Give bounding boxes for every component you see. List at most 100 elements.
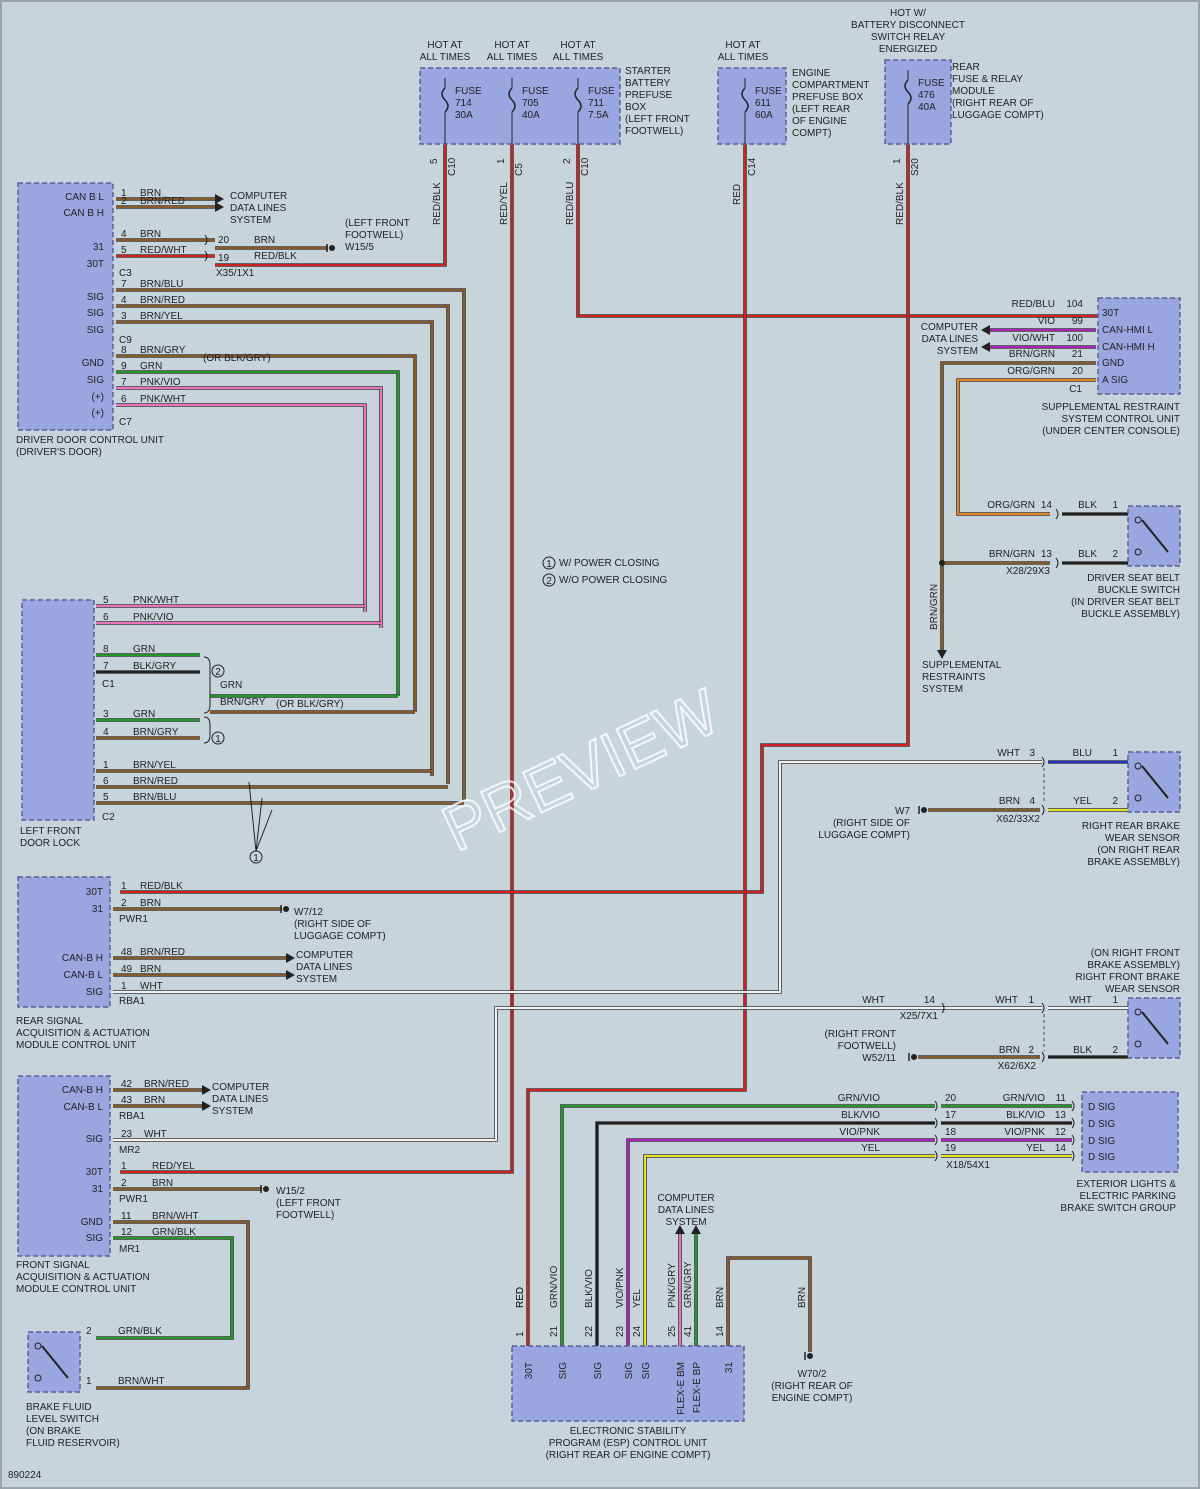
seat-belt-wire-b: BLK [1078, 549, 1097, 560]
arrow-icon [286, 970, 295, 980]
driver-door-pin: 9 [121, 361, 127, 372]
esp-pin: 23 [615, 1325, 626, 1337]
ext-lights-pin-b: 13 [1055, 1110, 1067, 1121]
connector-icon [204, 250, 208, 262]
ground-w5211-icon [911, 1054, 917, 1060]
callout-number: 1 [215, 734, 221, 745]
door-lock-wire-label: BRN/YEL [133, 760, 176, 771]
driver-door-pin: 4 [121, 295, 127, 306]
esp-pin-label: SIG [624, 1362, 635, 1379]
seat-belt-pin-b: 1 [1112, 500, 1118, 511]
door-lock-pin: 6 [103, 612, 109, 623]
front-brake-sensor-switch-contact [1141, 1011, 1169, 1045]
srs-pin-label: A SIG [1102, 375, 1128, 386]
driver-door-wire [116, 387, 382, 628]
front-signal-brn-wht [96, 1221, 249, 1389]
door-lock-pin: 8 [103, 644, 109, 655]
srs-org-grn [957, 379, 1096, 515]
connector-label: C7 [119, 417, 132, 428]
driver-door-pin-label: 31 [93, 242, 105, 253]
rear-signal-pin: 1 [121, 981, 127, 992]
wire-red-blk-fuse476 [120, 144, 909, 893]
driver-door-pin: 5 [121, 245, 127, 256]
seat-belt-wire-b: BLK [1078, 500, 1097, 511]
driver-door-wire-label: BRN/BLU [140, 279, 183, 290]
driver-door-pin-label: SIG [87, 292, 104, 303]
driver-door-pin: 8 [121, 345, 127, 356]
ext-lights-wire [596, 1122, 935, 1346]
esp-wire-label-dup: RED [515, 1287, 526, 1308]
connector-label: RBA1 [119, 1111, 146, 1122]
front-brake-sensor-switch-terminal [1134, 1040, 1142, 1048]
connector-icon [1041, 1002, 1045, 1014]
front-signal-wire-label: GRN/BLK [152, 1227, 196, 1238]
connector-label: C1 [102, 679, 115, 690]
front-brake-wire-c: WHT [1069, 995, 1092, 1006]
seat-belt-switch-contact [1141, 519, 1169, 553]
esp-pin: 41 [683, 1325, 694, 1337]
driver-door-label: DRIVER DOOR CONTROL UNIT(DRIVER'S DOOR) [16, 435, 164, 458]
fuse-box-engine-prefuse [717, 67, 787, 145]
ext-lights-wire-a: VIO/PNK [839, 1127, 880, 1138]
ext-lights-pin-a: 17 [945, 1110, 957, 1121]
ext-lights-wire-b: YEL [1026, 1143, 1045, 1154]
front-signal-wire-label: WHT [144, 1129, 167, 1140]
rear-signal-wire-label: BRN [140, 898, 161, 909]
rear-brake-sensor-switch-terminal [1134, 794, 1142, 802]
ext-lights-pin-a: 20 [945, 1093, 957, 1104]
esp-pin: 14 [715, 1325, 726, 1337]
merged-wire-label: GRN [220, 680, 242, 691]
rear-signal-pin: 48 [121, 947, 133, 958]
esp-pin: 21 [549, 1325, 560, 1337]
ext-lights-wire [644, 1155, 935, 1346]
rear-signal-pin: 49 [121, 964, 133, 975]
srs-brn-grn [941, 362, 1096, 650]
driver-door-pin: 7 [121, 377, 127, 388]
arrow-icon [215, 202, 224, 212]
rear-signal-wire-label: RED/BLK [140, 881, 183, 892]
esp-pin: 25 [667, 1325, 678, 1337]
front-brake-wire-b: BRN [999, 1045, 1020, 1056]
connector-icon [941, 1002, 945, 1014]
wire-red-blk-fuse714 [215, 144, 446, 266]
splice-wire: RED/BLK [254, 251, 297, 262]
legend-1: W/ POWER CLOSING [559, 558, 660, 569]
ext-lights-pin-label: D SIG [1088, 1119, 1115, 1130]
front-signal-pin-label: GND [81, 1217, 103, 1228]
esp-pin: 24 [632, 1325, 643, 1337]
driver-door-wire-label: BRN [140, 188, 161, 199]
callout-leader [248, 781, 257, 852]
fuse-icon [574, 87, 582, 113]
front-brake-wire-b: WHT [995, 995, 1018, 1006]
ext-lights-wire-b: BLK/VIO [1006, 1110, 1045, 1121]
door-lock-pin: 5 [103, 792, 109, 803]
fuse-connector: C14 [747, 157, 758, 176]
driver-door-pin-label: CAN B H [63, 208, 104, 219]
driver-door-pin: 6 [121, 394, 127, 405]
fuse-connector: S20 [910, 158, 921, 176]
alt-note: (OR BLK/GRY) [203, 353, 271, 364]
connector-icon [204, 234, 208, 246]
driver-door-wire-label: BRN/YEL [140, 311, 183, 322]
driver-door-pin: 4 [121, 229, 127, 240]
door-lock-wire-label: PNK/WHT [133, 595, 179, 606]
ext-lights-wire-b: GRN/VIO [1003, 1093, 1045, 1104]
connector-label: MR1 [119, 1244, 141, 1255]
legend-2-icon [542, 573, 556, 587]
wire-label: RED/BLK [895, 182, 906, 225]
connector-icon [934, 1100, 938, 1112]
connector-icon [1071, 1134, 1075, 1146]
door-lock-wire-label: BRN/RED [133, 776, 178, 787]
fuse-box-rear-fuse-relay [884, 59, 952, 145]
